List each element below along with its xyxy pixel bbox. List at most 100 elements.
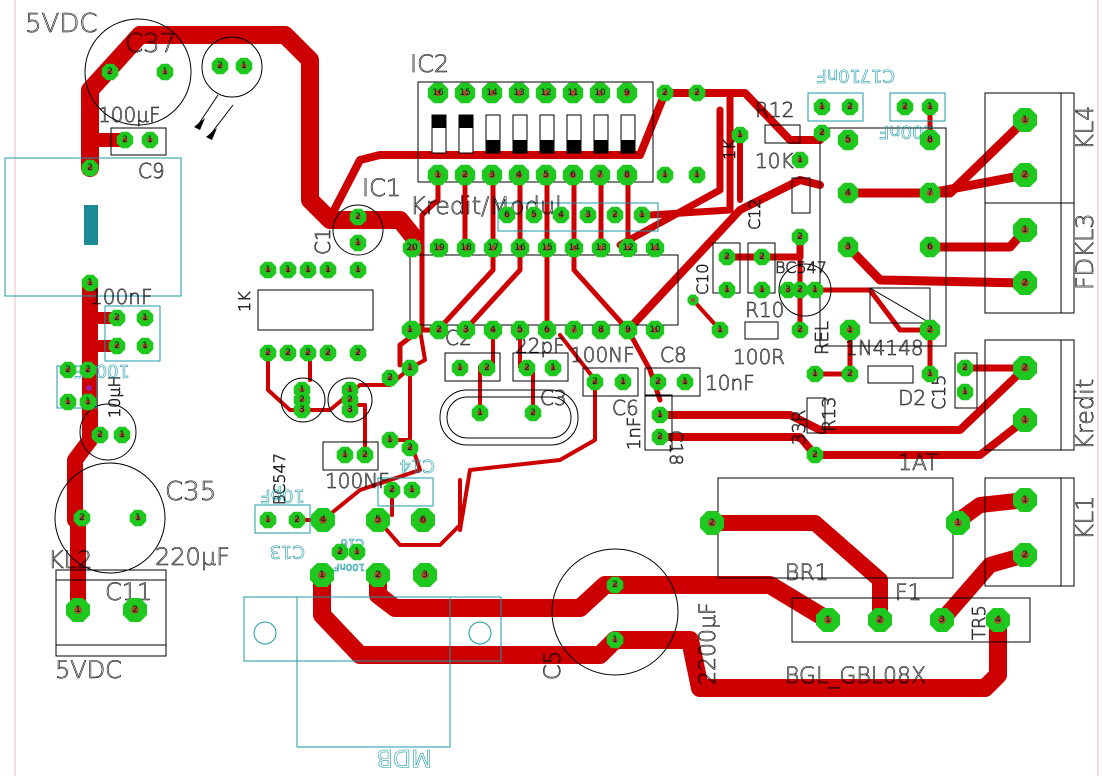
res-array-outline — [257, 289, 374, 331]
pad-number: 1 — [682, 377, 688, 387]
trace-ic1-1 — [419, 172, 441, 333]
component-pin: 2 — [383, 481, 401, 499]
pad-drill — [759, 254, 765, 260]
pad-number: 1 — [812, 369, 818, 379]
pad-number: 1 — [355, 265, 361, 275]
labels: 5VDC C37 100µF C9 IC2 IC1 Kredit/Modul C… — [25, 9, 1100, 773]
component-pin: 1 — [813, 98, 831, 116]
pad-drill — [1021, 416, 1029, 424]
pad-number: 1 — [319, 570, 325, 580]
component-pin: 1 — [336, 446, 354, 464]
component-pin: 1 — [956, 383, 974, 401]
pad-drill — [488, 89, 496, 97]
pad-number: 16 — [514, 243, 526, 253]
pad-drill — [461, 171, 469, 179]
ic2-pin: 11 — [562, 82, 584, 104]
mdb-pin: 1 — [310, 563, 334, 587]
pad-drill — [612, 212, 618, 218]
pad-drill — [389, 487, 395, 493]
pad-number: 13 — [595, 243, 606, 253]
component-pin: 1 — [299, 261, 317, 279]
label-kredit: Kredit — [1071, 379, 1099, 450]
pad-drill — [927, 371, 933, 377]
label-c13-val: 10pF — [260, 485, 305, 506]
pad-drill — [142, 343, 148, 349]
pad-drill — [569, 171, 577, 179]
relay-pin: 3 — [837, 236, 859, 258]
silkscreen — [54, 18, 1075, 676]
label-c35-val: 220µF — [155, 543, 230, 571]
component-pin: 1 — [259, 261, 277, 279]
pad-drill — [299, 387, 305, 393]
component-pin: 2 — [381, 369, 399, 387]
ic1-pin: 20 — [402, 238, 422, 258]
relay-pin: 4 — [837, 182, 859, 204]
label-f1-rating: TR5 — [969, 605, 990, 640]
pad-drill — [625, 327, 631, 333]
pad-drill — [325, 350, 331, 356]
dip-switch-actuator — [459, 115, 473, 128]
pad-drill — [362, 452, 368, 458]
bridge-pin: 3 — [930, 608, 954, 632]
pad-drill — [463, 245, 469, 251]
pad-drill — [846, 326, 854, 334]
pad-number: 1 — [147, 135, 153, 145]
component-pin: 2 — [288, 511, 306, 529]
pad-number: 1 — [759, 285, 765, 295]
component-pin: 2 — [841, 98, 859, 116]
pad-drill — [530, 410, 536, 416]
pad-drill — [65, 399, 71, 405]
pad-drill — [759, 287, 765, 293]
mdb-pin: 6 — [411, 508, 435, 532]
l-coil-outline — [4, 157, 182, 297]
pad-drill — [490, 327, 496, 333]
label-br1: BR1 — [785, 561, 829, 586]
component-pin: 1 — [688, 166, 706, 184]
pad-number: 3 — [299, 405, 305, 415]
pad-number: 1 — [305, 265, 311, 275]
pad-number: 2 — [122, 135, 128, 145]
pad-number: 2 — [362, 450, 368, 460]
label-c35: C35 — [165, 477, 216, 507]
pad-number: 1 — [825, 615, 831, 625]
pad-number: 1 — [724, 285, 730, 295]
mdb-hole-right — [468, 621, 492, 645]
ic1-pin: 19 — [429, 238, 449, 258]
pad-drill — [694, 90, 700, 96]
ic2-pin: 16 — [427, 82, 449, 104]
component-pin: 1 — [401, 359, 419, 377]
component-pin: 2 — [59, 361, 77, 379]
pad-drill — [409, 245, 415, 251]
pad-number: 2 — [436, 325, 442, 335]
component-pin: 2 — [656, 84, 674, 102]
mdb-pin: 3 — [413, 563, 437, 587]
ic1-pin: 6 — [537, 320, 557, 340]
pad-number: 1 — [241, 61, 247, 71]
pad-number: 2 — [299, 395, 305, 405]
component-pin: 2 — [91, 426, 109, 444]
ic1-pin: 4 — [483, 320, 503, 340]
pad-drill — [436, 327, 442, 333]
pad-number: 2 — [375, 570, 381, 580]
pad-drill — [347, 407, 353, 413]
pad-number: 2 — [662, 88, 668, 98]
pad-number: 1 — [355, 238, 361, 248]
ic2-pin: 1 — [427, 164, 449, 186]
led-arrow-head-2 — [206, 128, 217, 140]
pad-number: 12 — [540, 88, 551, 98]
component-pin: 1 — [921, 365, 939, 383]
pad-number: 8 — [927, 135, 933, 145]
pad-drill — [87, 280, 93, 286]
pad-drill — [691, 298, 695, 302]
pad-drill — [87, 165, 93, 171]
component-pin: 1 — [791, 151, 809, 169]
pad-number: 8 — [598, 325, 604, 335]
c13-outline — [254, 504, 311, 534]
pad-number: 13 — [513, 88, 524, 98]
pad-number: 1 — [142, 313, 148, 323]
pad-number: 1 — [119, 430, 125, 440]
component-pin: 1 — [614, 373, 632, 391]
ic2-pin: 13 — [508, 82, 530, 104]
label-fdkl3: FDKL3 — [1071, 213, 1099, 290]
kredit-outline — [984, 339, 1075, 451]
